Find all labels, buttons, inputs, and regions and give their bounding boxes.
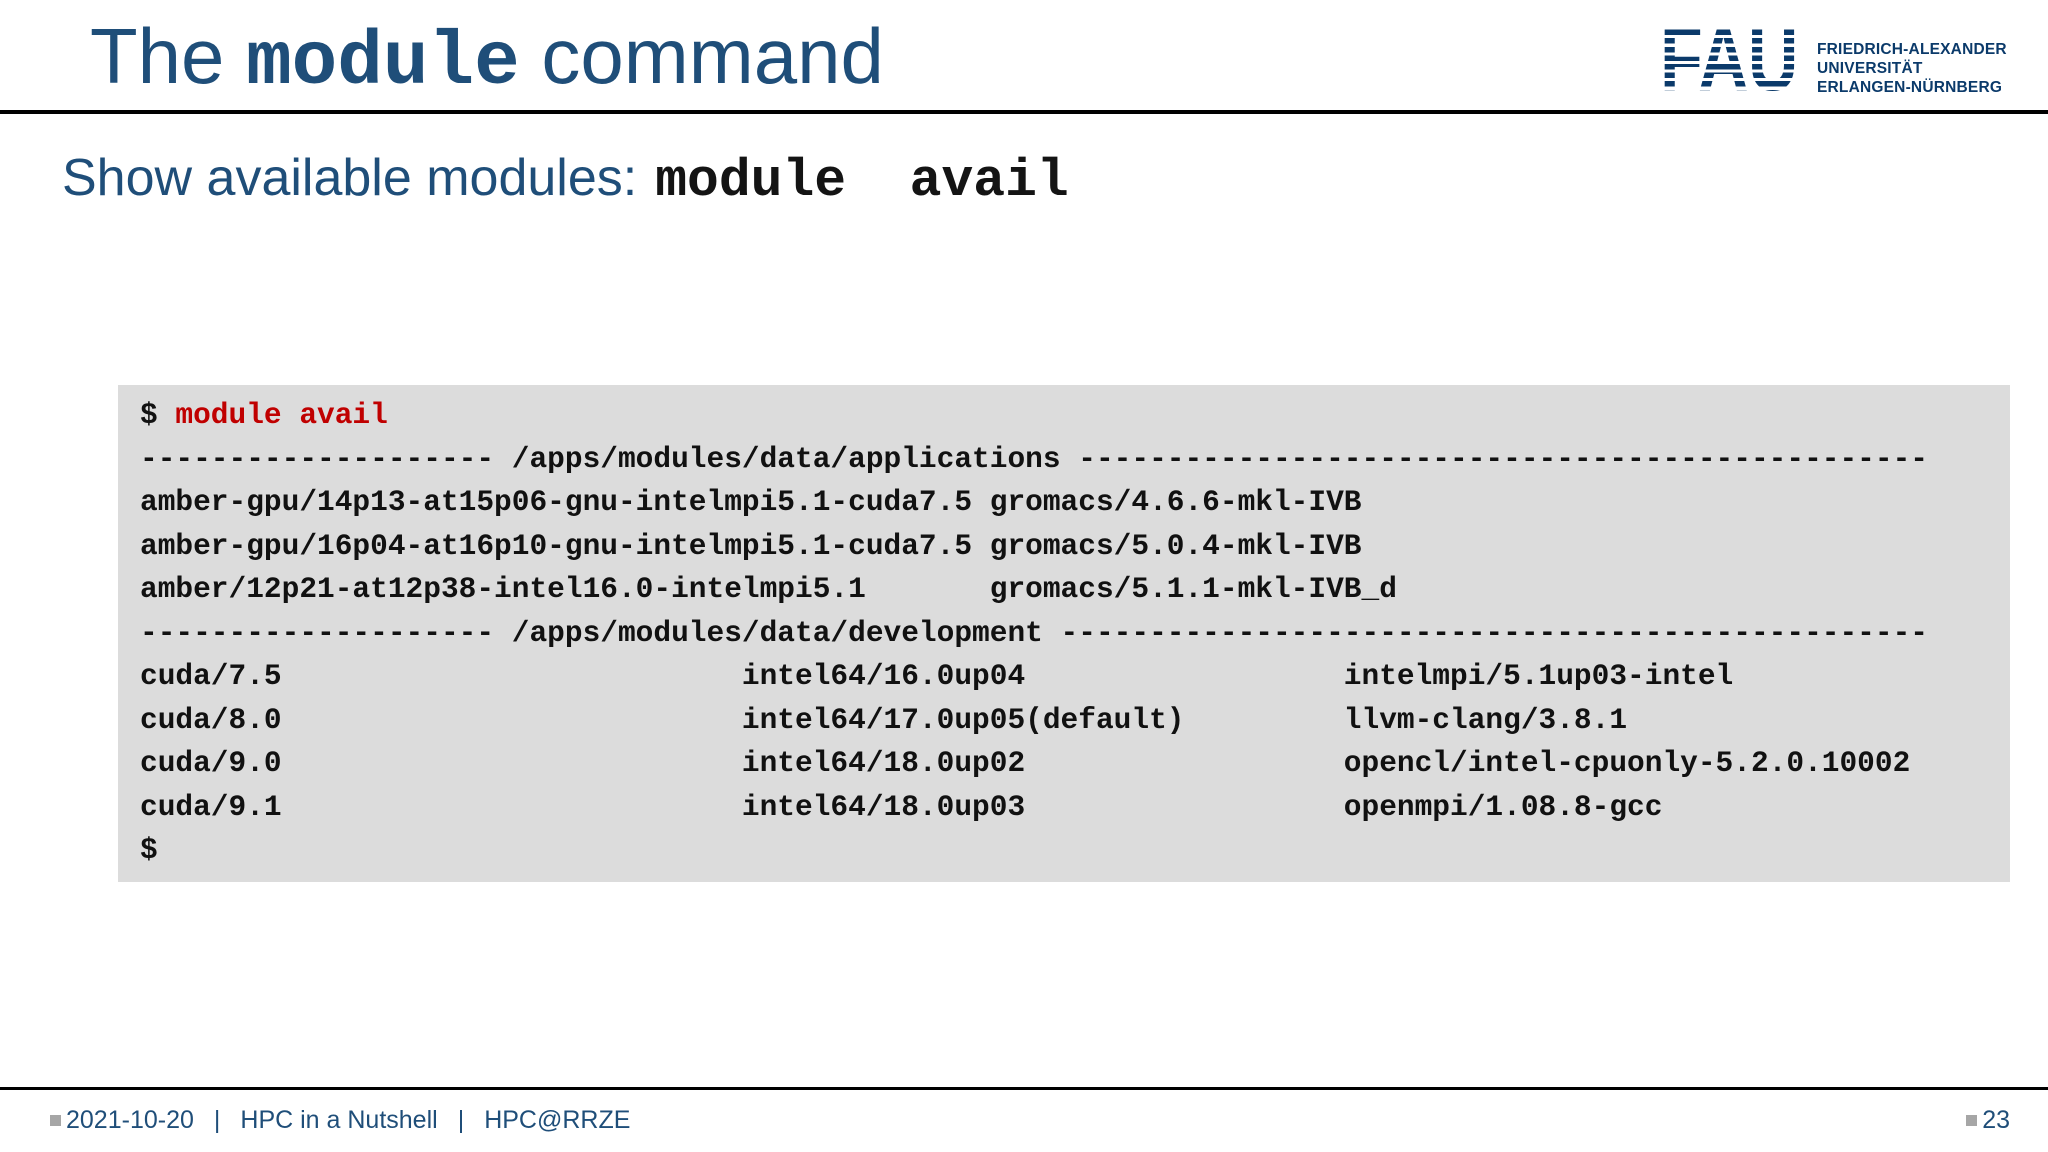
subtitle-command: module avail (655, 151, 1069, 211)
title-divider (0, 110, 2048, 114)
terminal-output: $ module avail -------------------- /app… (118, 385, 2010, 882)
footer-series: HPC in a Nutshell (240, 1105, 438, 1134)
title-suffix: command (519, 12, 884, 100)
logo-name-line2: UNIVERSITÄT (1817, 60, 1923, 77)
fau-logo-name: FRIEDRICH-ALEXANDER UNIVERSITÄT ERLANGEN… (1817, 40, 2048, 97)
terminal-command-line: $ module avail (140, 394, 2010, 438)
subtitle-label: Show available modules: (62, 149, 638, 207)
footer-bullet-icon (50, 1114, 61, 1126)
page-title: The module command (90, 0, 884, 112)
title-code-word: module (246, 20, 520, 106)
footer-divider (0, 1087, 2048, 1090)
footer-pipe-2: | (457, 1105, 465, 1134)
page-number: 23 (1966, 1100, 2010, 1140)
footer-group: HPC@RRZE (484, 1105, 631, 1134)
terminal-prompt: $ (140, 398, 176, 432)
subtitle: Show available modules: module avail (62, 148, 1069, 232)
title-prefix: The (90, 12, 247, 100)
footer-pipe-1: | (213, 1105, 221, 1134)
terminal-command: module avail (175, 398, 388, 432)
logo-name-line3: ERLANGEN-NÜRNBERG (1817, 79, 2003, 96)
terminal-listing: -------------------- /apps/modules/data/… (140, 441, 1928, 868)
footer: 2021-10-20 | HPC in a Nutshell | HPC@RRZ… (50, 1100, 630, 1140)
logo-name-line1: FRIEDRICH-ALEXANDER (1817, 41, 2007, 58)
footer-date: 2021-10-20 (66, 1105, 194, 1134)
page-number-value: 23 (1982, 1105, 2010, 1134)
fau-logo-letters: FAU (1656, 8, 1801, 110)
page-number-bullet-icon (1966, 1114, 1978, 1126)
